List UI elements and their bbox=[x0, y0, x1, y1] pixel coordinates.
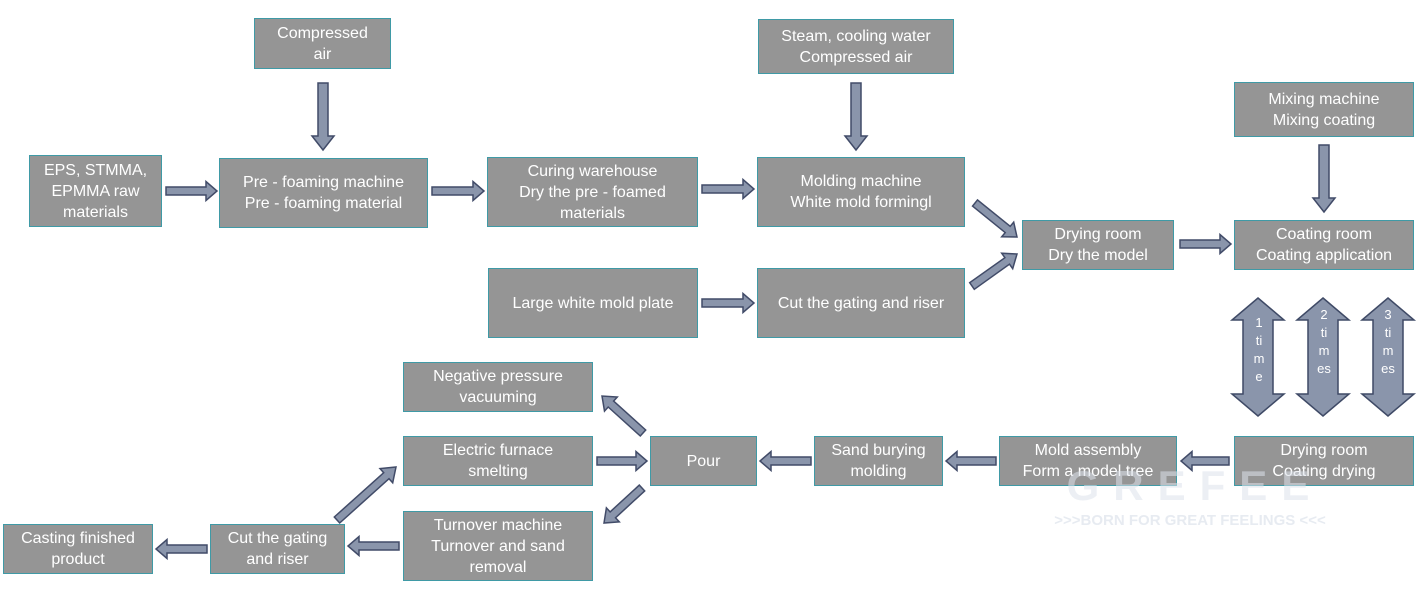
box-compressed-air: Compressed air bbox=[254, 18, 391, 69]
arrow-curing-to-molding bbox=[701, 177, 756, 201]
arrow-mixing-to-coating bbox=[1311, 144, 1337, 214]
double-arrow-2-times bbox=[1294, 297, 1352, 417]
box-molding-machine: Molding machine White mold formingl bbox=[757, 157, 965, 227]
box-cut-gating-riser-bottom: Cut the gating and riser bbox=[210, 524, 345, 574]
box-large-white-mold-plate: Large white mold plate bbox=[488, 268, 698, 338]
box-cut-gating-riser-top: Cut the gating and riser bbox=[757, 268, 965, 338]
repeat-label-2: 2 times bbox=[1317, 307, 1331, 376]
box-casting-finished-product: Casting finished product bbox=[3, 524, 153, 574]
box-pour: Pour bbox=[650, 436, 757, 486]
arrow-furnace-to-pour bbox=[596, 449, 649, 473]
arrow-pour-to-turnover bbox=[603, 484, 646, 524]
arrow-cut-to-drying bbox=[968, 252, 1018, 291]
arrow-plate-to-cut bbox=[701, 291, 756, 315]
arrow-air-to-prefoam bbox=[310, 82, 336, 152]
arrow-sand-to-pour bbox=[758, 449, 812, 473]
arrow-drying-to-coating bbox=[1179, 232, 1233, 256]
box-steam-cooling-water: Steam, cooling water Compressed air bbox=[758, 19, 954, 74]
arrow-steam-to-molding bbox=[843, 82, 869, 152]
arrow-assembly-to-sand bbox=[944, 449, 997, 473]
box-mold-assembly: Mold assembly Form a model tree bbox=[999, 436, 1177, 486]
box-turnover-machine: Turnover machine Turnover and sand remov… bbox=[403, 511, 593, 581]
arrow-turnover-to-cut bbox=[346, 534, 400, 558]
arrow-cut-to-casting bbox=[154, 537, 208, 561]
box-negative-pressure: Negative pressure vacuuming bbox=[403, 362, 593, 412]
repeat-label-1: 1 time bbox=[1253, 315, 1265, 384]
box-mixing-machine: Mixing machine Mixing coating bbox=[1234, 82, 1414, 137]
box-curing-warehouse: Curing warehouse Dry the pre - foamed ma… bbox=[487, 157, 698, 227]
box-raw-materials: EPS, STMMA, EPMMA raw materials bbox=[29, 155, 162, 227]
box-drying-room-model: Drying room Dry the model bbox=[1022, 220, 1174, 270]
box-sand-burying: Sand burying molding bbox=[814, 436, 943, 486]
box-electric-furnace: Electric furnace smelting bbox=[403, 436, 593, 486]
box-pre-foaming-machine: Pre - foaming machine Pre - foaming mate… bbox=[219, 158, 428, 228]
arrow-cut-to-furnace bbox=[333, 466, 397, 525]
arrow-prefoam-to-curing bbox=[431, 179, 486, 203]
arrow-pour-to-vacuum bbox=[601, 395, 647, 438]
box-coating-room: Coating room Coating application bbox=[1234, 220, 1414, 270]
double-arrow-1-time bbox=[1229, 297, 1287, 417]
repeat-label-3: 3 times bbox=[1381, 307, 1395, 376]
box-drying-room-coating: Drying room Coating drying bbox=[1234, 436, 1414, 486]
double-arrow-3-times bbox=[1359, 297, 1417, 417]
arrow-coating-dry-to-assembly bbox=[1179, 449, 1230, 473]
arrow-molding-to-drying bbox=[971, 198, 1018, 238]
arrow-raw-to-prefoam bbox=[165, 179, 219, 203]
